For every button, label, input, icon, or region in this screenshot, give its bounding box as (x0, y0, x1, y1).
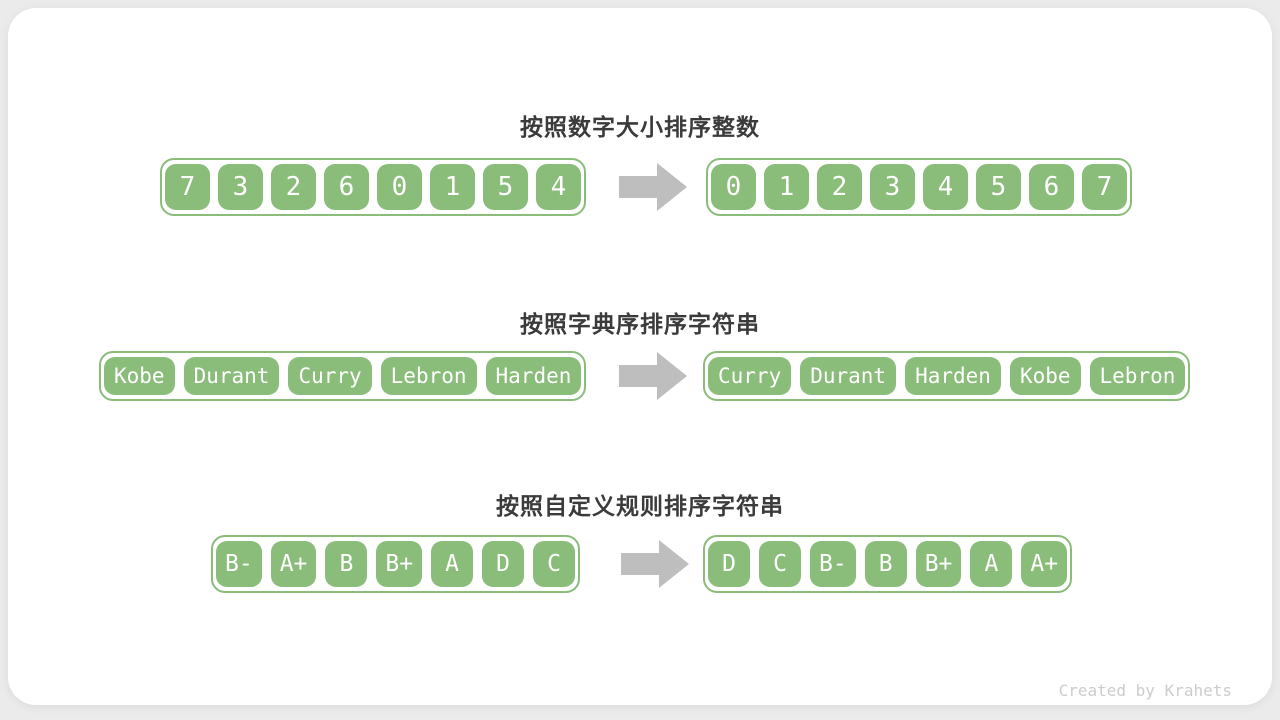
array-cell: A (431, 541, 474, 587)
array-cell: B (325, 541, 368, 587)
array-cell: Harden (485, 357, 582, 395)
array-cell: Lebron (380, 357, 477, 395)
array-cell: Harden (905, 357, 1001, 395)
array-cell: Durant (800, 357, 897, 395)
array-cell: 2 (817, 164, 862, 210)
array-cell: 5 (976, 164, 1021, 210)
arrow-right-icon (619, 352, 687, 400)
array-cell: B- (216, 541, 262, 587)
array-cell: C (759, 541, 801, 587)
credit-text: Created by Krahets (1058, 681, 1232, 700)
array-cell: 4 (536, 164, 581, 210)
array-cell: 5 (483, 164, 528, 210)
array-cell: 6 (1029, 164, 1074, 210)
array-cell: D (482, 541, 525, 587)
array-cell: 1 (430, 164, 475, 210)
array-cell: A (970, 541, 1013, 587)
array-cell: 2 (271, 164, 316, 210)
arrow-right-icon (619, 163, 687, 211)
array-cell: 1 (764, 164, 809, 210)
array-cell: Durant (183, 357, 280, 395)
array-cell: B+ (915, 541, 962, 587)
array-cell: A+ (1021, 541, 1068, 587)
array-cell: 3 (870, 164, 915, 210)
array-cell: A+ (270, 541, 317, 587)
section-title: 按照自定义规则排序字符串 (496, 493, 784, 519)
array-cell: D (708, 541, 750, 587)
array-cell: 0 (377, 164, 422, 210)
array-cell: 7 (165, 164, 210, 210)
array-cell: Lebron (1089, 357, 1186, 395)
array-cell: B (864, 541, 907, 587)
array-cell: Kobe (1009, 357, 1081, 395)
array-cell: B+ (376, 541, 423, 587)
arrow-right-icon (621, 540, 689, 588)
section-title: 按照数字大小排序整数 (520, 114, 760, 140)
section-title: 按照字典序排序字符串 (520, 311, 760, 337)
array-cell: 3 (218, 164, 263, 210)
array-cell: 4 (923, 164, 968, 210)
array-cell: Kobe (104, 357, 175, 395)
array-cell: 6 (324, 164, 369, 210)
array-cell: 7 (1082, 164, 1127, 210)
array-cell: B- (810, 541, 856, 587)
array-cell: Curry (708, 357, 792, 395)
array-cell: Curry (288, 357, 372, 395)
array-cell: 0 (711, 164, 756, 210)
array-cell: C (533, 541, 576, 587)
